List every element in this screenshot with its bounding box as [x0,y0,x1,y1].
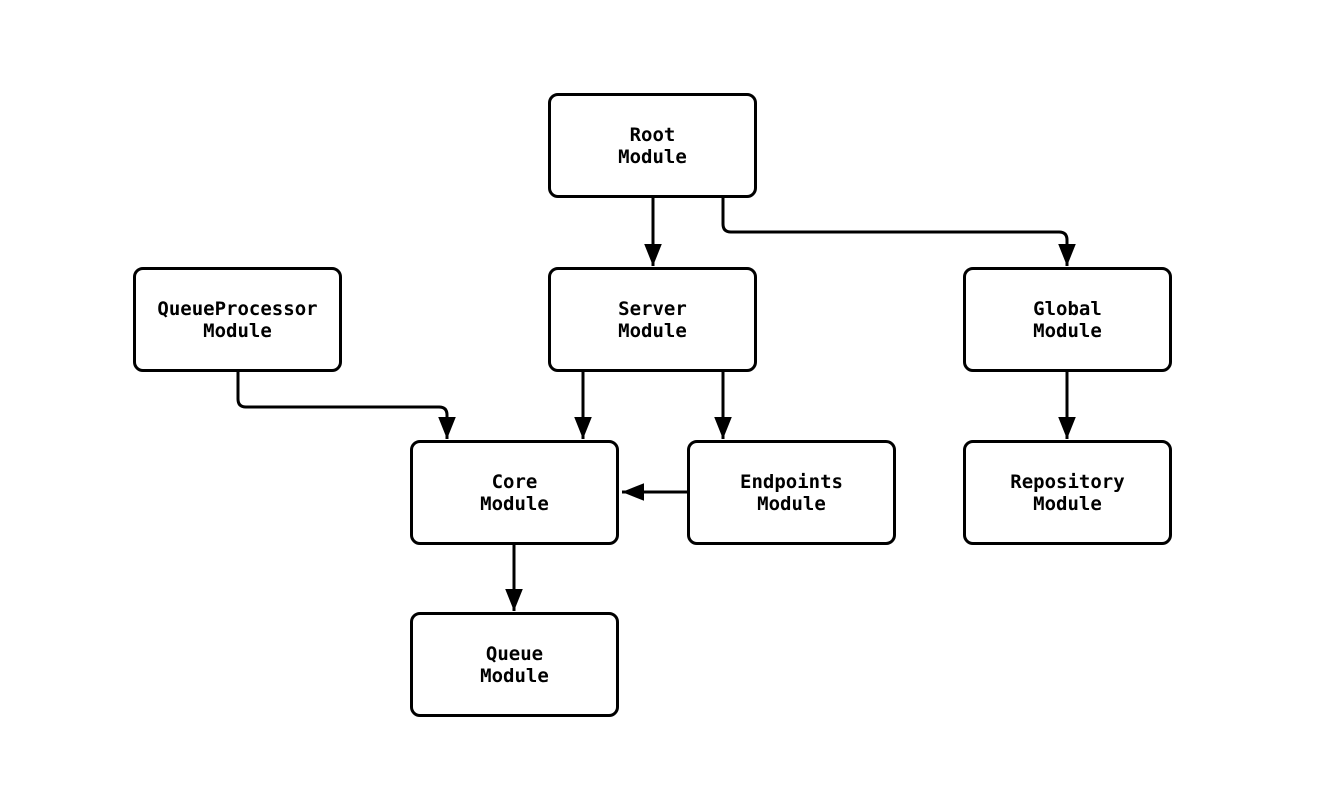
node-label-line2: Module [203,319,272,342]
node-label-line1: Server [618,297,687,320]
node-queueprocessor-module: QueueProcessor Module [133,267,342,372]
node-label-line2: Module [480,664,549,687]
node-label-line2: Module [757,492,826,515]
node-repository-module: Repository Module [963,440,1172,545]
node-label-line2: Module [1033,492,1102,515]
node-global-module: Global Module [963,267,1172,372]
node-label-line2: Module [618,145,687,168]
edge-queueprocessor-to-core [236,372,456,439]
node-endpoints-module: Endpoints Module [687,440,896,545]
node-label-line1: QueueProcessor [157,297,318,320]
node-label-line2: Module [480,492,549,515]
node-queue-module: Queue Module [410,612,619,717]
node-label-line1: Root [629,123,676,146]
node-root-module: Root Module [548,93,757,198]
node-label-line1: Endpoints [740,470,843,493]
node-label-line1: Repository [1010,470,1125,493]
edge-root-to-global [721,198,1076,266]
node-core-module: Core Module [410,440,619,545]
node-label-line2: Module [618,319,687,342]
node-label-line1: Global [1033,297,1102,320]
node-label-line1: Core [491,470,538,493]
node-label-line2: Module [1033,319,1102,342]
node-server-module: Server Module [548,267,757,372]
node-label-line1: Queue [485,642,544,665]
